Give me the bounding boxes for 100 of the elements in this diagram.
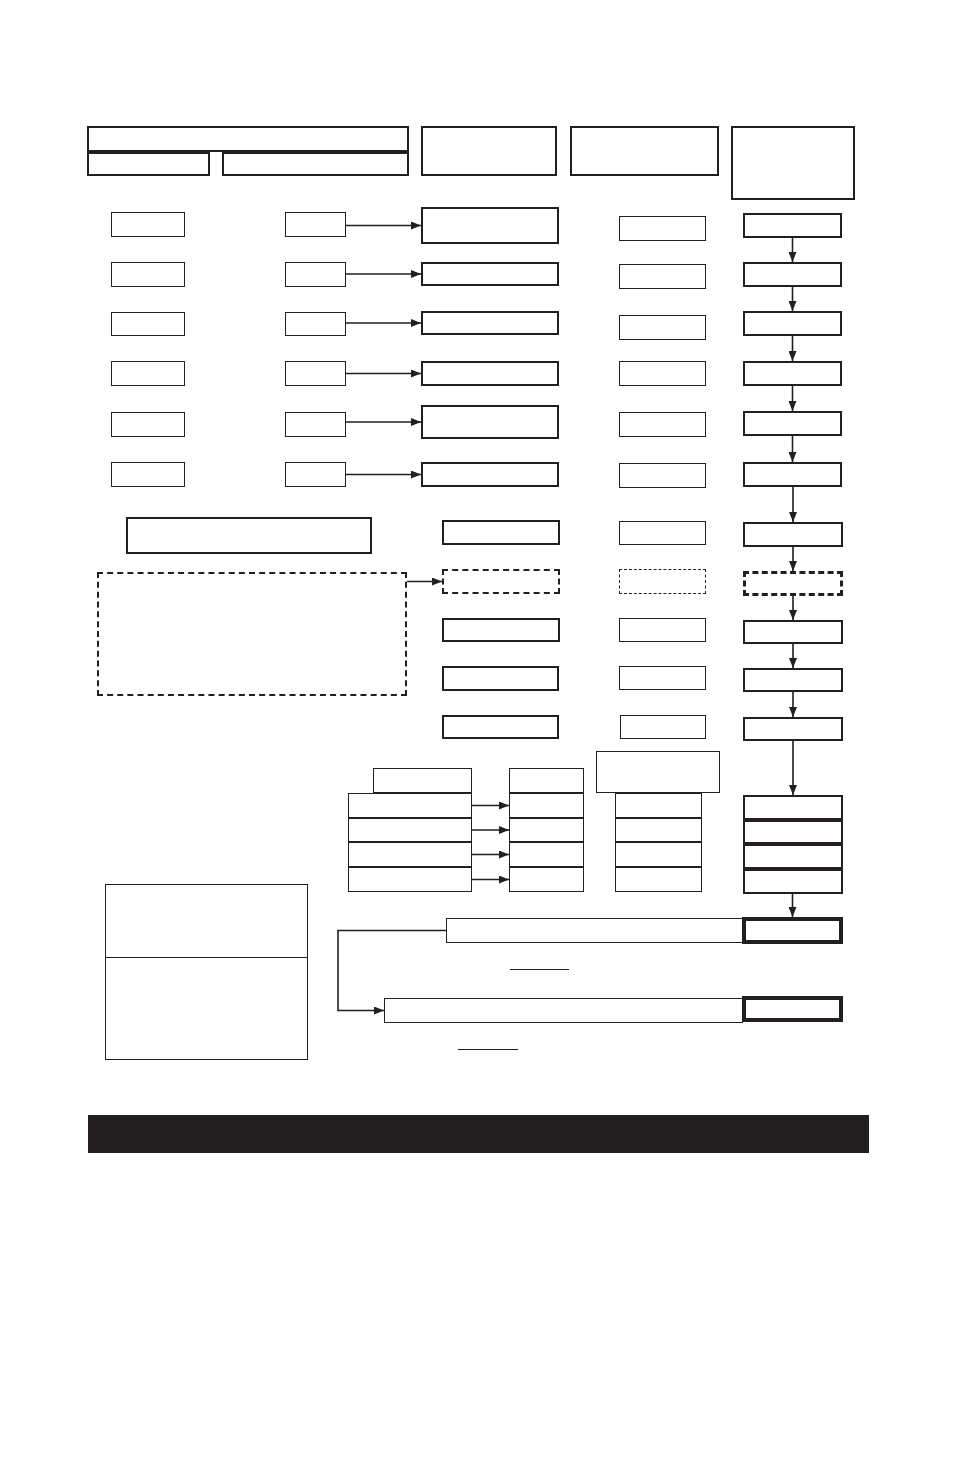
flow-box bbox=[285, 212, 346, 237]
flow-box bbox=[743, 262, 842, 287]
flow-box bbox=[743, 717, 843, 741]
flow-box bbox=[87, 126, 409, 152]
flow-box bbox=[222, 152, 409, 176]
flow-box bbox=[743, 522, 843, 547]
arrow bbox=[345, 470, 422, 479]
flow-box bbox=[442, 715, 559, 739]
arrow bbox=[789, 546, 797, 572]
flow-box bbox=[619, 412, 706, 437]
flow-box bbox=[285, 412, 346, 437]
flow-box bbox=[743, 311, 842, 336]
flow-box bbox=[285, 462, 346, 487]
flow-box bbox=[619, 521, 706, 545]
flow-box bbox=[619, 216, 706, 241]
flow-box bbox=[743, 620, 843, 644]
arrow bbox=[406, 577, 443, 586]
arrow bbox=[788, 335, 797, 362]
arrow bbox=[471, 801, 510, 810]
flow-box bbox=[743, 844, 843, 869]
flow-box bbox=[421, 262, 559, 286]
flow-box bbox=[743, 411, 842, 436]
flow-box bbox=[615, 818, 702, 842]
flow-box bbox=[615, 793, 702, 818]
flow-box bbox=[743, 668, 843, 692]
arrow bbox=[788, 286, 797, 312]
flow-box bbox=[570, 126, 719, 176]
banner-bar bbox=[88, 1115, 869, 1153]
flow-box bbox=[111, 462, 185, 487]
arrow bbox=[471, 875, 510, 884]
flow-box bbox=[743, 869, 843, 894]
flow-box bbox=[285, 361, 346, 386]
flow-box bbox=[619, 264, 706, 289]
flow-box bbox=[105, 957, 308, 1060]
flow-box bbox=[348, 818, 472, 842]
flow-box bbox=[285, 312, 346, 336]
flow-box bbox=[87, 152, 210, 176]
dashed-box bbox=[743, 571, 843, 596]
flow-box bbox=[373, 768, 472, 793]
flow-box bbox=[743, 213, 842, 238]
arrow bbox=[345, 319, 422, 327]
flow-box bbox=[348, 842, 472, 867]
arrow bbox=[345, 221, 422, 230]
flow-box bbox=[509, 842, 584, 867]
arrow bbox=[789, 486, 797, 523]
flow-box bbox=[111, 312, 185, 336]
flow-box bbox=[105, 884, 308, 958]
flow-box bbox=[619, 315, 706, 340]
flow-box bbox=[348, 793, 472, 818]
flow-box bbox=[111, 412, 185, 437]
arrow bbox=[345, 369, 422, 378]
flow-box bbox=[285, 262, 346, 287]
arrow bbox=[789, 595, 797, 621]
flow-box bbox=[743, 820, 843, 844]
flow-box bbox=[421, 126, 557, 176]
arrow bbox=[471, 826, 510, 834]
flow-box bbox=[619, 463, 706, 488]
flow-box bbox=[421, 405, 559, 439]
flow-box bbox=[743, 795, 843, 820]
flow-box bbox=[446, 918, 743, 943]
flow-box bbox=[509, 867, 584, 892]
flow-box bbox=[742, 917, 843, 944]
flow-box bbox=[619, 618, 706, 642]
flow-box bbox=[743, 361, 842, 386]
flow-box bbox=[615, 842, 702, 867]
flow-box bbox=[384, 998, 743, 1023]
arrow bbox=[789, 691, 797, 718]
flow-box bbox=[421, 462, 559, 487]
flow-box bbox=[742, 996, 843, 1022]
flow-box bbox=[111, 361, 185, 386]
arrow bbox=[345, 418, 422, 426]
flow-box bbox=[509, 793, 584, 818]
arrow bbox=[345, 270, 422, 278]
arrow bbox=[788, 435, 797, 463]
flow-box bbox=[743, 462, 842, 487]
flow-box bbox=[111, 212, 185, 237]
flow-box bbox=[126, 517, 372, 554]
arrow bbox=[789, 740, 797, 796]
flow-box bbox=[620, 715, 706, 739]
flow-box bbox=[442, 666, 559, 691]
flow-box bbox=[421, 311, 559, 335]
flow-box bbox=[619, 361, 706, 386]
arrow bbox=[471, 850, 510, 859]
arrow bbox=[788, 893, 797, 918]
arrow bbox=[788, 385, 797, 412]
arrow bbox=[789, 643, 797, 669]
arrow bbox=[337, 929, 447, 1015]
flow-box bbox=[421, 361, 559, 386]
dashed-box bbox=[97, 572, 407, 696]
flow-box bbox=[596, 751, 720, 793]
flow-box bbox=[731, 126, 855, 200]
flow-box bbox=[615, 867, 702, 892]
flow-box bbox=[442, 520, 560, 545]
flow-box bbox=[421, 207, 559, 244]
flow-box bbox=[509, 818, 584, 842]
dashed-box bbox=[619, 569, 706, 594]
flow-box bbox=[442, 618, 560, 642]
flow-box bbox=[619, 666, 706, 690]
flow-box bbox=[111, 262, 185, 287]
flow-box bbox=[509, 768, 584, 793]
